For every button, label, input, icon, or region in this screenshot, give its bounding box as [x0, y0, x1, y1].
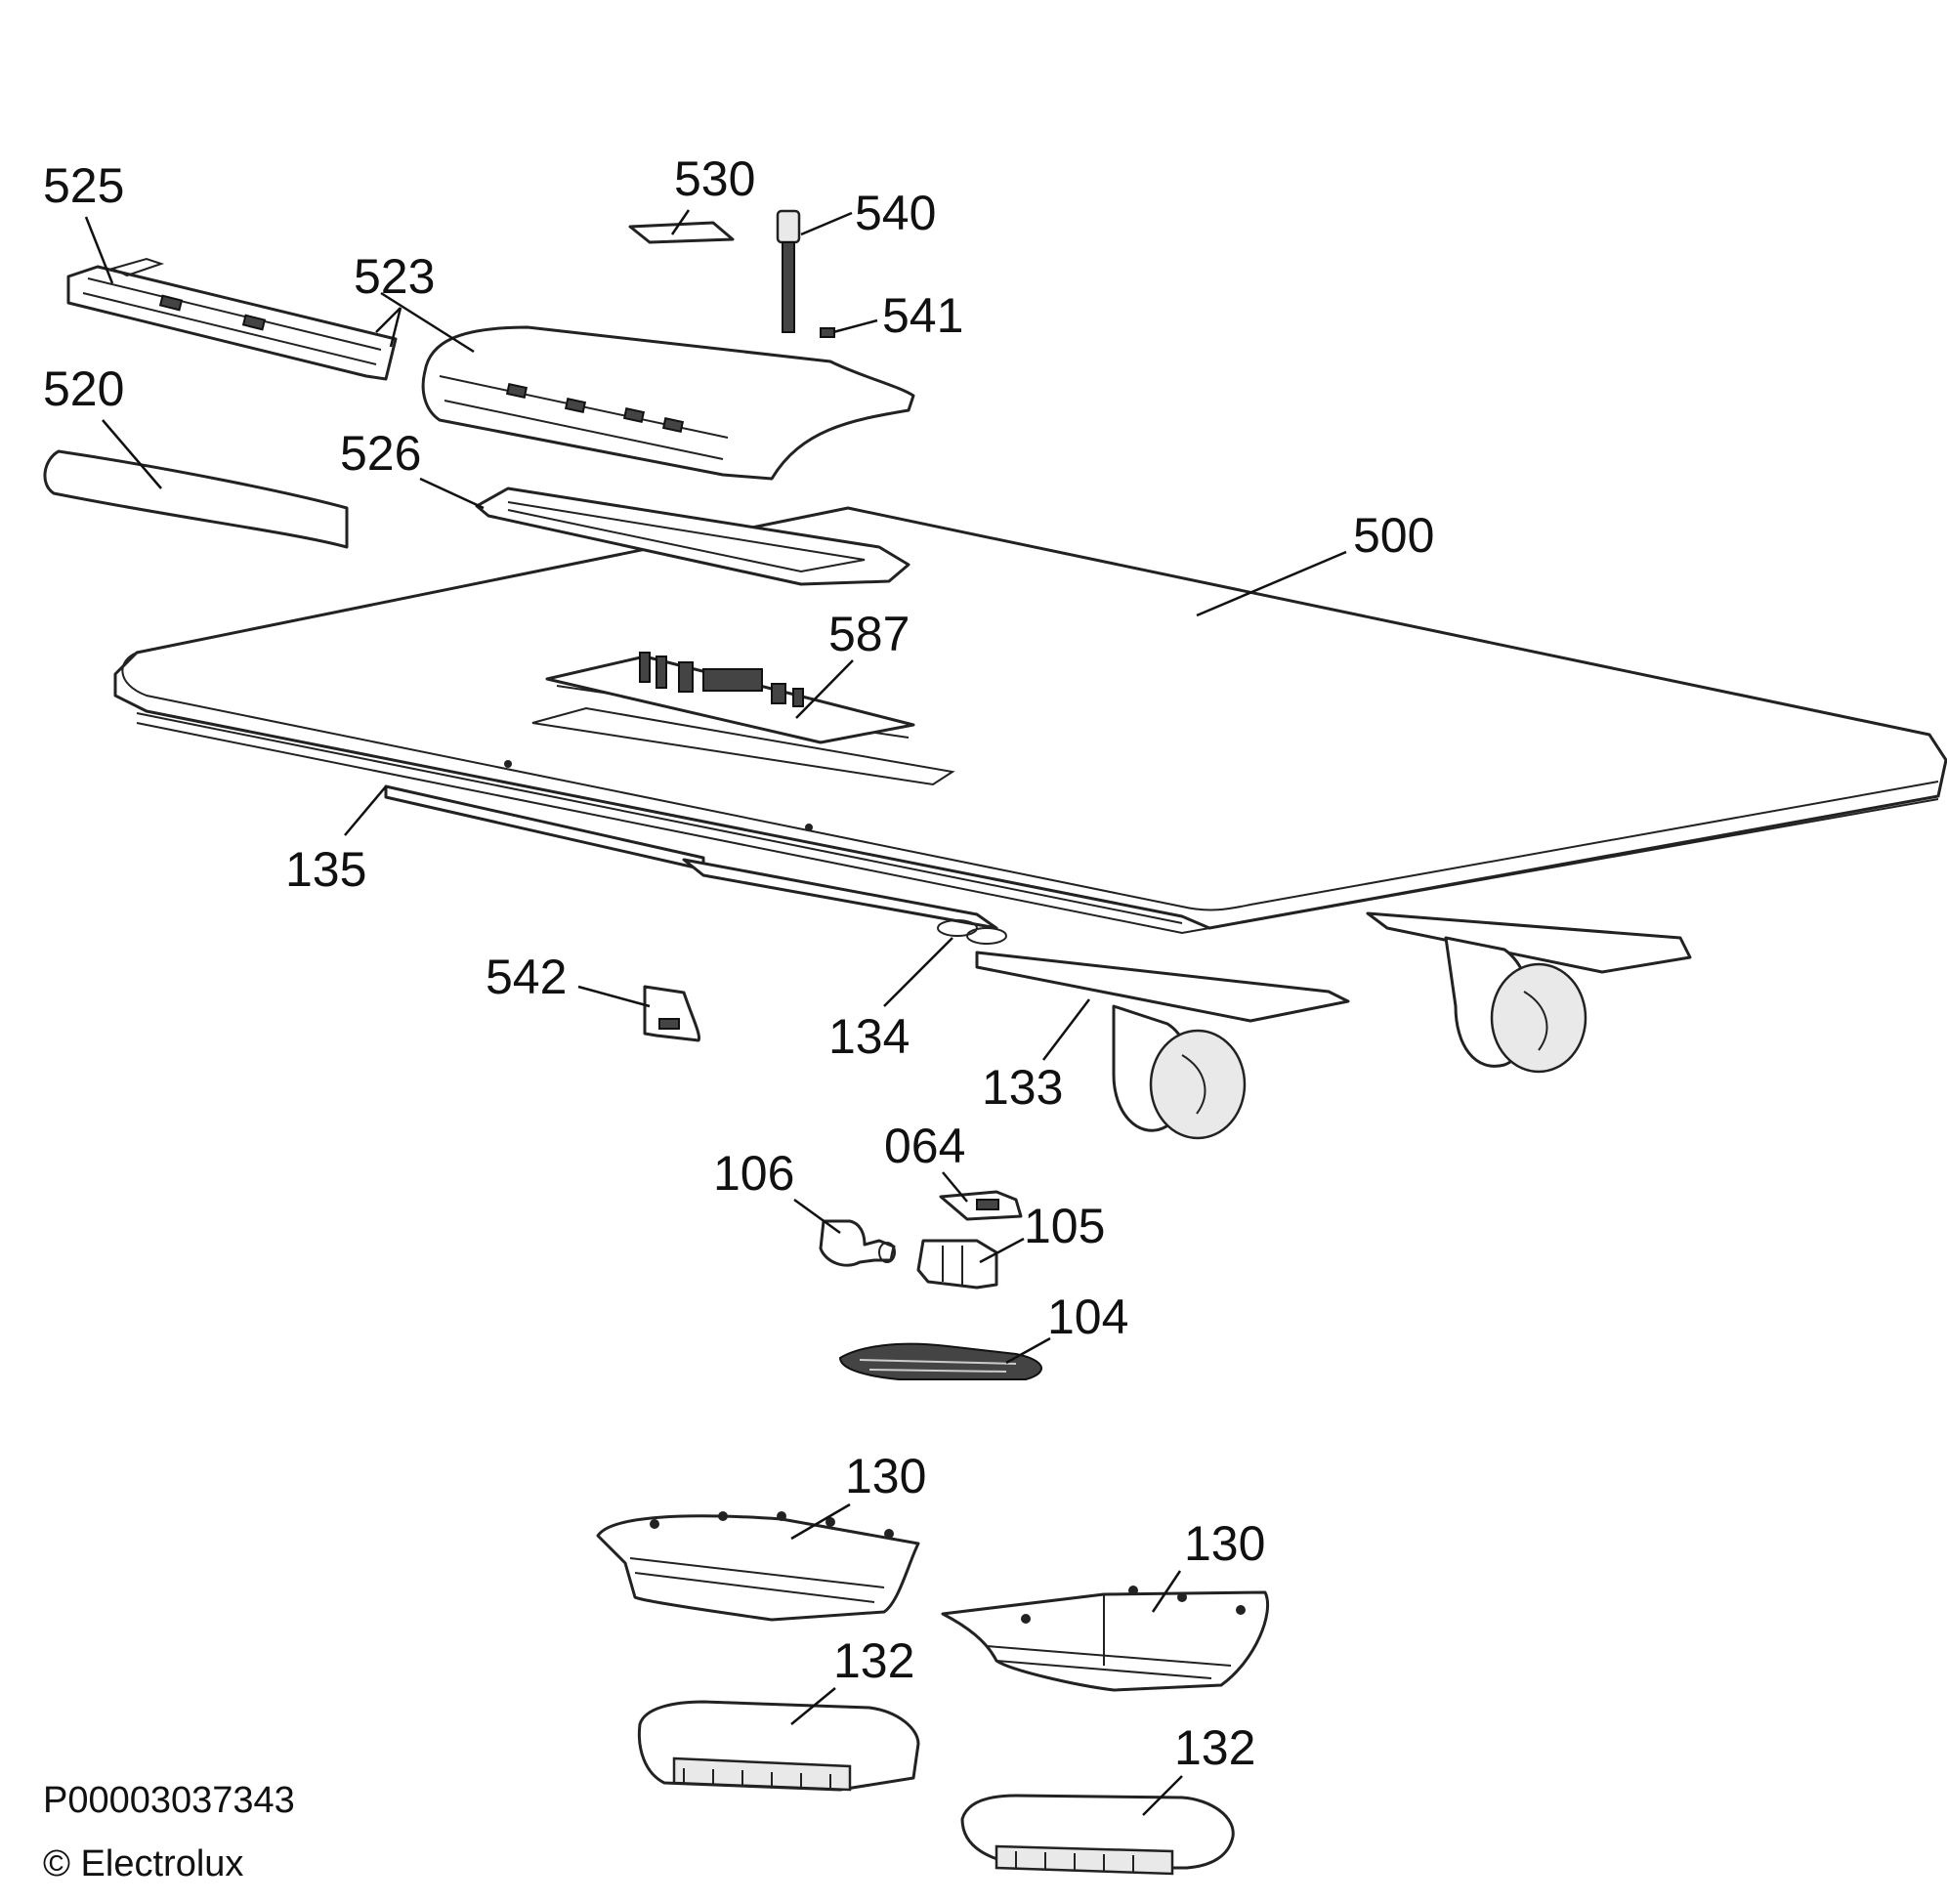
document-id: P00003037343 — [43, 1780, 295, 1821]
part-542-clip — [643, 985, 701, 1042]
callout-064: 064 — [884, 1119, 965, 1173]
part-523-control-panel — [421, 325, 915, 481]
callout-130-right: 130 — [1184, 1516, 1265, 1571]
part-525-control-frame — [66, 257, 398, 381]
part-526-gasket — [475, 487, 910, 586]
part-104-filter-grid — [838, 1342, 1042, 1380]
callout-130-left: 130 — [845, 1449, 926, 1503]
leader-lines — [84, 209, 1347, 1816]
part-133-hinge-assembly — [975, 911, 1692, 1140]
part-130-container-left — [596, 1511, 920, 1622]
callout-104: 104 — [1047, 1290, 1128, 1344]
part-130-container-right — [941, 1586, 1270, 1692]
callout-587: 587 — [828, 607, 910, 661]
callout-labels: 525 530 540 523 541 520 526 500 587 135 … — [43, 151, 1434, 1775]
callout-541: 541 — [882, 288, 963, 343]
callout-500: 500 — [1353, 508, 1434, 563]
part-587-control-board — [545, 652, 915, 744]
callout-530: 530 — [674, 151, 755, 206]
part-500-worktop — [113, 506, 1947, 935]
part-105-holder — [916, 1239, 998, 1290]
part-064-cover — [939, 1190, 1023, 1221]
part-540-screw — [776, 209, 801, 333]
callout-132-left: 132 — [833, 1633, 914, 1688]
callout-520: 520 — [43, 361, 124, 416]
callout-526: 526 — [340, 426, 421, 481]
callout-523: 523 — [354, 249, 435, 304]
part-530-label-plate — [628, 221, 735, 244]
callout-525: 525 — [43, 158, 124, 213]
callout-135: 135 — [285, 842, 366, 897]
callout-105: 105 — [1024, 1199, 1105, 1253]
part-520-handle-strip — [43, 449, 349, 549]
callout-133: 133 — [982, 1060, 1063, 1115]
callout-132-right: 132 — [1174, 1720, 1255, 1775]
callout-540: 540 — [855, 186, 936, 240]
copyright-notice: © Electrolux — [43, 1843, 243, 1884]
callout-134: 134 — [828, 1009, 910, 1064]
part-134-hinge-rail — [682, 858, 1007, 945]
part-541-nut — [820, 327, 835, 338]
callout-542: 542 — [486, 950, 567, 1004]
callout-106: 106 — [713, 1146, 794, 1201]
part-132-tank-left — [637, 1700, 920, 1792]
part-132-tank-right — [960, 1794, 1235, 1876]
